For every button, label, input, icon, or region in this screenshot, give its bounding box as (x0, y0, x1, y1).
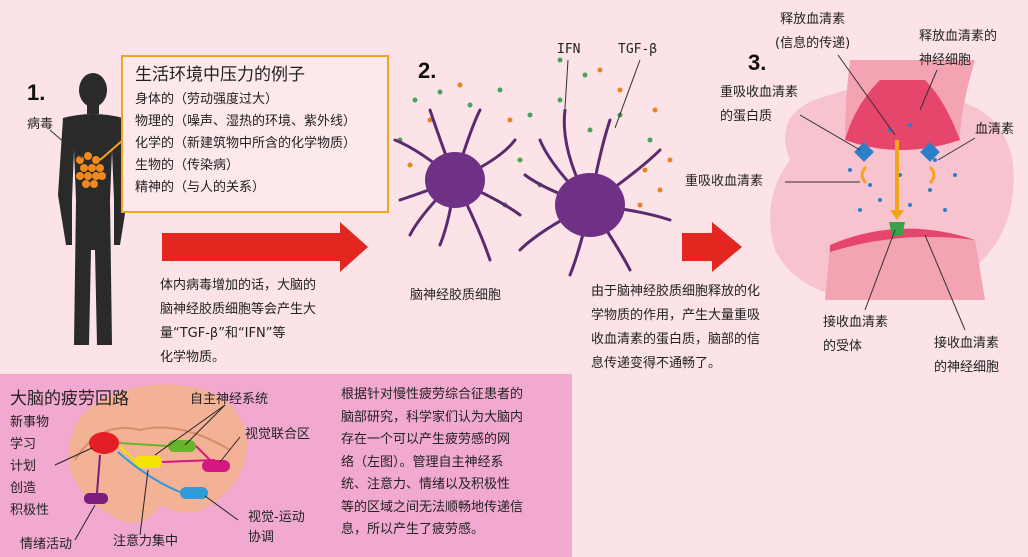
glial-cell-illustration (395, 58, 673, 276)
stress-examples-box: 生活环境中压力的例子 身体的（劳动强度过大） 物理的（噪声、湿热的环境、紫外线）… (121, 55, 389, 213)
list-item: 计划 (10, 456, 49, 478)
desc-line: 体内病毒增加的话，大脑的 (160, 274, 316, 298)
desc-line: 量“TGF-β”和“IFN”等 (160, 322, 316, 346)
list-item: 积极性 (10, 500, 49, 522)
label-line: 神经细胞 (919, 49, 997, 73)
label-line: 协调 (248, 528, 305, 548)
human-silhouette (58, 73, 128, 345)
stress-example-item: 生物的（传染病） (135, 155, 387, 177)
label-line: 接收血清素 (823, 311, 888, 335)
step-2-number: 2. (418, 58, 436, 84)
desc-line: 脑神经胶质细胞等会产生大 (160, 298, 316, 322)
ifn-label: IFN (557, 38, 580, 62)
red-arrow-2 (682, 222, 742, 272)
desc-line: 存在一个可以产生疲劳感的网 (341, 429, 523, 452)
stress-examples-title: 生活环境中压力的例子 (135, 63, 387, 87)
desc-line: 等的区域之间无法顺畅地传递信 (341, 497, 523, 520)
release-serotonin-label: 释放血清素 (信息的传递) (775, 8, 850, 56)
stress-example-item: 物理的（噪声、湿热的环境、紫外线） (135, 111, 387, 133)
desc-line: 根据针对慢性疲劳综合征患者的 (341, 384, 523, 407)
emotion-label: 情绪活动 (20, 533, 72, 557)
list-item: 新事物 (10, 412, 49, 434)
step-1-description: 体内病毒增加的话，大脑的 脑神经胶质细胞等会产生大 量“TGF-β”和“IFN”… (160, 274, 316, 370)
frontal-functions-list: 新事物 学习 计划 创造 积极性 (10, 412, 49, 522)
label-line: (信息的传递) (775, 32, 850, 56)
attention-label: 注意力集中 (113, 530, 178, 554)
step-2-description: 由于脑神经胶质细胞释放的化 学物质的作用，产生大量重吸 收血清素的蛋白质，脑部的… (591, 280, 760, 376)
stress-example-item: 化学的（新建筑物中所含的化学物质） (135, 133, 387, 155)
reuptake-label: 重吸收血清素 (685, 170, 763, 194)
red-arrow-1 (162, 222, 368, 272)
serotonin-label: 血清素 (975, 118, 1014, 142)
desc-line: 学物质的作用，产生大量重吸 (591, 304, 760, 328)
label-line: 重吸收血清素 (720, 81, 798, 105)
label-line: 的受体 (823, 335, 888, 359)
desc-line: 统、注意力、情绪以及积极性 (341, 474, 523, 497)
receiving-neuron-label: 接收血清素 的神经细胞 (934, 332, 999, 380)
step-3-number: 3. (748, 50, 766, 76)
desc-line: 化学物质。 (160, 346, 316, 370)
stress-example-item: 精神的（与人的关系） (135, 177, 387, 199)
label-line: 释放血清素的 (919, 25, 997, 49)
list-item: 学习 (10, 434, 49, 456)
label-line: 的蛋白质 (720, 105, 798, 129)
desc-line: 息传递变得不通畅了。 (591, 352, 760, 376)
tgf-beta-label: TGF-β (618, 38, 657, 62)
fatigue-circuit-title: 大脑的疲劳回路 (10, 384, 129, 409)
desc-line: 由于脑神经胶质细胞释放的化 (591, 280, 760, 304)
visual-association-label: 视觉联合区 (245, 423, 310, 447)
desc-line: 脑部研究，科学家们认为大脑内 (341, 407, 523, 430)
label-line: 接收血清素 (934, 332, 999, 356)
desc-line: 收血清素的蛋白质，脑部的信 (591, 328, 760, 352)
autonomic-label: 自主神经系统 (190, 388, 268, 412)
label-line: 释放血清素 (775, 8, 850, 32)
label-line: 的神经细胞 (934, 356, 999, 380)
stress-example-item: 身体的（劳动强度过大） (135, 89, 387, 111)
label-line: 视觉-运动 (248, 508, 305, 528)
synapse-illustration (770, 60, 1014, 300)
list-item: 创造 (10, 478, 49, 500)
reuptake-protein-label: 重吸收血清素 的蛋白质 (720, 81, 798, 129)
glial-cell-label: 脑神经胶质细胞 (410, 284, 501, 308)
receptor-label: 接收血清素 的受体 (823, 311, 888, 359)
visual-motor-label: 视觉-运动 协调 (248, 508, 305, 548)
fatigue-circuit-description: 根据针对慢性疲劳综合征患者的 脑部研究，科学家们认为大脑内 存在一个可以产生疲劳… (341, 384, 523, 542)
release-neuron-label: 释放血清素的 神经细胞 (919, 25, 997, 73)
desc-line: 息，所以产生了疲劳感。 (341, 519, 523, 542)
desc-line: 络（左图）。管理自主神经系 (341, 452, 523, 475)
